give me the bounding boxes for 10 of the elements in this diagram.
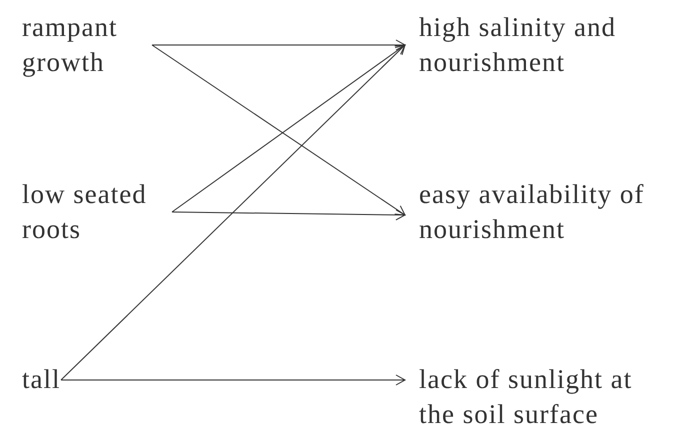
text-label: low seated roots	[22, 177, 172, 247]
text-label: high salinity and nourishment	[405, 10, 689, 80]
arrow	[172, 209, 406, 220]
arrow	[152, 40, 406, 50]
text-label: easy availability of nourishment	[405, 177, 689, 247]
text-label: rampant growth	[22, 10, 152, 80]
text-label: tall	[22, 362, 60, 397]
arrow	[60, 44, 406, 380]
arrow	[60, 374, 406, 386]
text-label: lack of sunlight at the soil surface	[405, 362, 669, 432]
